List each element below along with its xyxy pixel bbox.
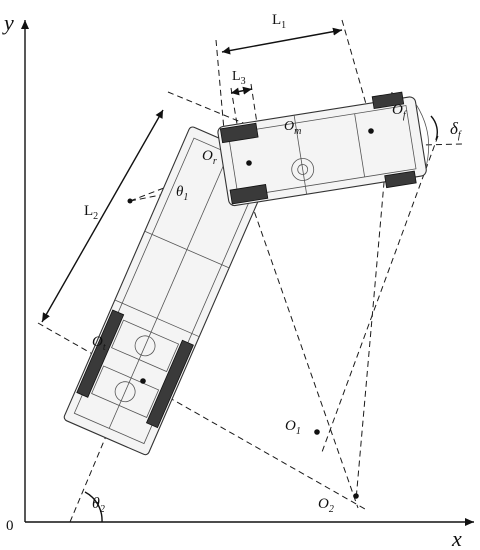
- dimension-arrows: [41, 27, 343, 323]
- x-axis-label: x: [451, 526, 462, 550]
- front-axle-line: [321, 135, 439, 453]
- theta2-label: θ2: [92, 495, 105, 515]
- O1-label: O1: [285, 418, 301, 437]
- origin-label: 0: [6, 518, 14, 534]
- point-Or: [246, 160, 252, 166]
- Or-label: Or: [202, 148, 217, 167]
- y-axis-label: y: [2, 10, 14, 35]
- theta1-label: θ1: [176, 184, 188, 203]
- theta2-arc: [84, 491, 103, 523]
- point-O1: [314, 429, 320, 435]
- L3-label: L3: [232, 69, 246, 87]
- axes: [21, 20, 474, 526]
- point-Ot: [140, 378, 146, 384]
- L1-label: L1: [272, 12, 286, 31]
- L1-left-extension: [215, 39, 225, 131]
- angle-arcs: [84, 115, 438, 523]
- point-Of: [368, 128, 374, 134]
- L2-label: L2: [84, 203, 98, 222]
- L2-dimension: [41, 109, 164, 323]
- O2-label: O2: [318, 496, 334, 515]
- point-theta1-vertex: [127, 198, 133, 204]
- front-unit-body: [217, 91, 430, 207]
- L3-ext-b: [250, 83, 259, 131]
- rear-pivot-line: [237, 164, 359, 509]
- front-wheel-steer-line: [355, 91, 393, 501]
- Ot-label: Ot: [92, 334, 106, 353]
- delta-f-arc: [430, 115, 438, 141]
- L3-ext-a: [230, 87, 239, 131]
- L3-dimension: [230, 86, 253, 96]
- Of-label: Of: [392, 102, 407, 121]
- Om-label: Om: [284, 119, 301, 137]
- point-O2: [353, 493, 359, 499]
- delta-f-label: δf: [450, 119, 462, 141]
- L1-dimension: [221, 27, 343, 55]
- labels: y x 0 L1 L2 L3 Of Om Or Ot O1 O2 θ1 θ2 δ…: [2, 10, 462, 550]
